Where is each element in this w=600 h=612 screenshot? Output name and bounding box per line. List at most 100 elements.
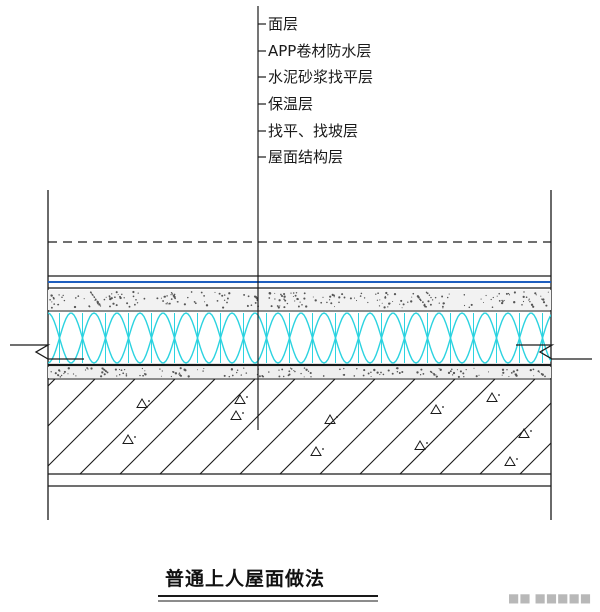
speckle-dot [284,299,287,302]
speckle-dot [338,296,341,299]
speckle-dot [166,302,168,304]
speckle-dot [280,294,284,298]
speckle-dot [432,372,434,374]
speckle-dot [384,296,387,299]
speckle-dot [498,292,500,295]
speckle-dot [115,291,118,294]
speckle-dot [388,302,391,305]
label-mortar-leveling: 水泥砂浆找平层 [268,68,373,86]
speckle-dot [339,368,341,371]
speckle-dot [103,298,106,301]
speckle-dot [377,292,379,295]
speckle-dot [166,295,168,297]
speckle-dot [422,373,425,375]
speckle-dot [94,299,96,301]
speckle-dot [290,368,293,370]
speckle-dot [226,297,229,300]
speckle-dot [109,305,111,308]
speckle-dot [528,298,530,300]
hatch-line [48,379,56,387]
speckle-dot [223,299,226,301]
speckle-dot [363,297,366,299]
slope-speckles [50,367,546,378]
speckle-dot [170,292,173,294]
speckle-dot [283,295,286,298]
speckle-dot [401,307,403,309]
speckle-dot [521,304,523,306]
aggregate-triangle [430,404,442,414]
speckle-dot [142,374,144,377]
speckle-dot [419,299,422,302]
speckle-dot [299,301,301,303]
speckle-dot [491,306,494,308]
speckle-dot [412,292,415,295]
speckle-dot [170,294,172,296]
speckle-dot [362,374,365,377]
speckle-dot [99,375,103,378]
speckle-dot [401,370,404,374]
speckle-dot [402,303,405,306]
speckle-dot [197,369,198,371]
speckle-dot [473,367,475,369]
speckle-dot [295,292,298,294]
speckle-dot [480,298,482,300]
speckle-dot [187,296,189,299]
diagram-caption: 普通上人屋面做法 [165,567,325,590]
speckle-dot [53,297,55,300]
speckle-dot [462,372,465,375]
speckle-dot [262,375,265,378]
speckle-dot [258,375,261,378]
speckle-dot [205,304,209,307]
speckle-dot [120,369,123,372]
speckle-dot [173,295,176,299]
speckle-dot [442,305,444,308]
hatch-line [560,379,600,474]
speckle-dot [387,369,390,372]
speckle-dot [50,306,53,309]
speckle-dot [168,302,171,305]
speckle-dot [446,296,449,299]
aggregate-dot [426,442,428,444]
speckle-dot [305,305,308,308]
speckle-dot [170,375,173,378]
speckle-dot [534,292,537,295]
speckle-dot [288,370,291,373]
speckle-dot [513,291,516,294]
speckle-dot [303,367,306,369]
speckle-dot [333,306,336,308]
speckle-dot [67,373,69,375]
speckle-dot [442,302,445,305]
speckle-dot [355,300,358,302]
speckle-dot [77,295,80,297]
speckle-dot [382,373,385,376]
speckle-dot [463,294,466,296]
speckle-dot [228,292,231,295]
speckle-dot [465,368,467,371]
speckle-dot [294,300,296,302]
speckle-dot [359,295,362,297]
speckle-dot [419,374,422,376]
label-surface: 面层 [268,15,298,33]
hatch-line [199,379,296,474]
label-slope-leveling: 找平、找坡层 [268,122,358,140]
speckle-dot [290,292,292,294]
speckle-dot [286,302,289,305]
speckle-dot [297,305,300,308]
speckle-dot [508,294,511,296]
speckle-dot [103,368,106,371]
speckle-dot [125,373,128,375]
speckle-dot [283,298,285,300]
speckle-dot [216,300,219,302]
speckle-dot [370,371,372,373]
speckle-dot [508,376,510,378]
speckle-dot [87,368,89,370]
speckle-dot [94,297,96,299]
speckle-dot [501,374,503,376]
speckle-dot [373,368,376,372]
speckle-dot [50,294,53,297]
break-symbol-left [10,344,84,360]
speckle-dot [542,298,545,301]
speckle-dot [161,370,163,372]
speckle-dot [177,301,179,303]
speckle-dot [378,305,381,307]
